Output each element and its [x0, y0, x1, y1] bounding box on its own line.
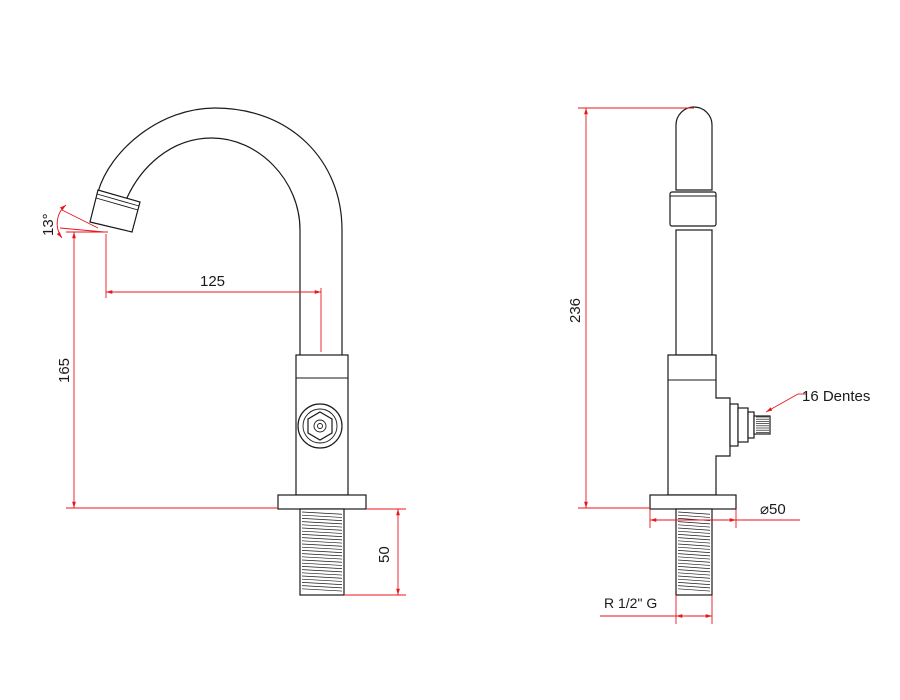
thread-line — [301, 550, 343, 553]
front-valve — [297, 403, 343, 449]
thread-line — [677, 559, 711, 563]
thread-spec-label: R 1/2" G — [604, 595, 657, 611]
thread-line — [677, 553, 711, 557]
thread-line — [301, 521, 343, 525]
base-diameter-label: ⌀50 — [760, 501, 786, 518]
thread-line — [677, 537, 711, 541]
side-spout-top — [675, 106, 713, 191]
thread-line — [301, 556, 343, 560]
thread-line — [301, 540, 343, 544]
thread-line — [301, 511, 343, 515]
side-base-flange — [649, 494, 737, 510]
thread-line — [677, 514, 711, 518]
thread-line — [677, 540, 711, 544]
thread-line — [677, 578, 711, 582]
thread-line — [677, 550, 711, 553]
thread-line — [301, 514, 343, 518]
thread-line — [301, 582, 343, 585]
spline-callout: 16 Dentes — [802, 388, 870, 405]
thread-line — [677, 588, 711, 592]
thread-line — [677, 562, 711, 566]
thread-line — [301, 534, 343, 537]
thread-line — [677, 521, 711, 525]
thread-line — [677, 566, 711, 569]
side-valve-cartridge — [729, 403, 771, 447]
side-body — [667, 354, 731, 496]
side-aerator-ring — [669, 191, 717, 227]
thread-line — [677, 575, 711, 579]
thread-line — [301, 518, 343, 521]
thread-line — [677, 585, 711, 589]
thread-line — [677, 572, 711, 576]
front-aerator — [89, 189, 141, 233]
thread-line — [677, 530, 711, 534]
thread-line — [301, 553, 343, 557]
thread-line — [677, 511, 711, 515]
thread-line — [301, 562, 343, 566]
thread-line — [301, 527, 343, 531]
thread-line — [301, 543, 343, 547]
thread-line — [301, 585, 343, 589]
thread-line — [301, 530, 343, 534]
thread-line — [301, 578, 343, 582]
angle-label: 13° — [40, 213, 57, 236]
thread-line — [301, 572, 343, 576]
thread-line — [677, 534, 711, 537]
height-label: 165 — [56, 358, 73, 383]
thread-line — [677, 546, 711, 550]
thread-line — [677, 556, 711, 560]
reach-label: 125 — [200, 273, 225, 290]
front-base-flange — [277, 494, 367, 510]
thread-line — [677, 527, 711, 531]
thread-line — [301, 566, 343, 569]
thread-line — [301, 569, 343, 573]
side-dimensions: 236 ⌀50 R 1/2" G 16 Dentes — [567, 107, 870, 624]
thread-line — [301, 524, 343, 528]
thread-line — [301, 537, 343, 541]
front-threaded-shank — [299, 508, 345, 596]
thread-line — [301, 546, 343, 550]
thread-line — [301, 588, 343, 592]
front-dimensions: 13° 125 165 50 — [40, 204, 406, 596]
side-threaded-shank — [675, 508, 713, 596]
thread-line — [677, 543, 711, 547]
total-height-label: 236 — [567, 298, 584, 323]
side-stem — [675, 229, 713, 356]
thread-length-label: 50 — [376, 546, 393, 563]
thread-line — [301, 559, 343, 563]
thread-line — [301, 575, 343, 579]
front-spout — [97, 107, 343, 357]
side-view — [649, 106, 771, 596]
thread-line — [677, 569, 711, 573]
front-view — [89, 107, 367, 596]
thread-line — [677, 582, 711, 585]
thread-line — [677, 524, 711, 528]
